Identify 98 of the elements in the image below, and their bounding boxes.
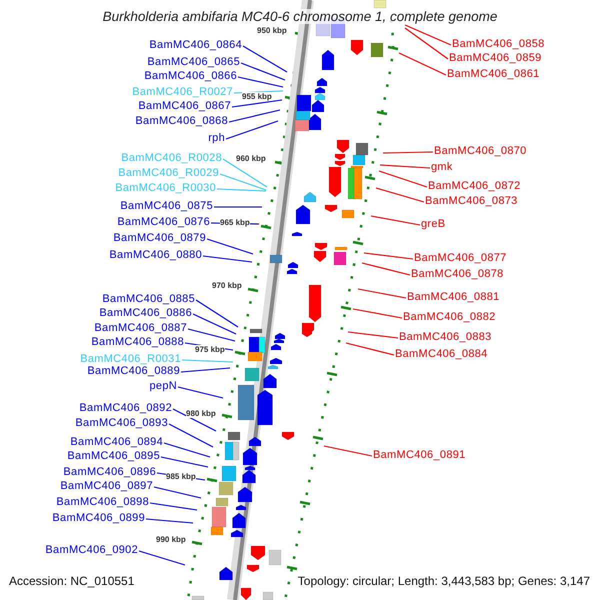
gene-label: BamMC406_0892 [79,402,172,415]
gene-label: pepN [150,380,177,393]
leader-line [324,445,372,457]
position-label: 990 kbp [156,535,186,544]
gene-label: BamMC406_0875 [120,200,213,213]
leader-line [222,158,268,188]
leader-line [370,215,420,226]
gene-label: BamMC406_0896 [63,466,156,479]
gene-label: BamMC406_0877 [414,252,507,265]
position-label: 960 kbp [236,154,266,163]
leader-line [172,408,216,432]
position-label: 975 kbp [195,345,225,354]
gene-label: greB [421,218,446,231]
leader-line [346,342,394,356]
gene-label: BamMC406_0891 [373,449,466,462]
gene-label: BamMC406_0897 [60,480,153,493]
gene-label: BamMC406_0866 [144,70,237,83]
leader-line [206,238,254,255]
leader-line [146,518,194,524]
leader-line [382,151,434,154]
position-label: 980 kbp [186,409,216,418]
gene-label: BamMC406_0873 [425,195,518,208]
gene-label: BamMC406_0893 [75,417,168,430]
leader-line [180,367,230,373]
gene-label: BamMC406_0868 [135,115,228,128]
gene-label: BamMC406_0864 [149,39,242,52]
leader-line [358,288,406,299]
leader-line [238,76,284,88]
gene-label: BamMC406_0859 [449,52,542,65]
gene-label: BamMC406_0865 [147,56,240,69]
gene-label: BamMC406_0881 [407,291,500,304]
leader-line [164,442,210,458]
leader-line [398,52,446,76]
gene-label: BamMC406_0883 [399,331,492,344]
gene-label: BamMC406_0887 [94,322,187,335]
gene-label: BamMC406_0876 [117,216,210,229]
gene-label: BamMC406_0882 [403,311,496,324]
gene-label: BamMC406_0878 [411,268,504,281]
position-label: 985 kbp [166,472,196,481]
gene-label: BamMC406_R0031 [80,353,181,366]
position-label: 955 kbp [242,92,272,101]
leader-line [188,328,236,342]
gene-label: BamMC406_0872 [428,180,521,193]
chart-title: Burkholderia ambifaria MC40-6 chromosome 1, complete genome [102,9,498,24]
gene-label: BamMC406_0895 [67,450,160,463]
leader-line [168,424,214,448]
leader-line [404,28,448,60]
leader-line [232,99,282,108]
leader-line [380,164,430,169]
leader-line [404,24,452,46]
position-label: 970 kbp [212,281,242,290]
leader-line [242,46,288,72]
leader-line [240,62,286,81]
leader-line [138,550,186,566]
gene-label: BamMC406_0886 [99,307,192,320]
leader-line [226,120,278,140]
leader-line [352,308,402,319]
leader-line [376,187,424,203]
gene-label: BamMC406_0888 [91,336,184,349]
gene-label: rph [208,132,225,145]
gene-label: BamMC406_0867 [138,100,231,113]
leader-line [196,300,238,328]
leader-line [202,255,252,263]
leader-line [216,188,266,192]
gene-label: gmk [431,161,453,174]
leader-line [378,170,428,188]
leader-line [348,331,398,339]
gene-label: BamMC406_R0030 [115,182,216,195]
gene-label: BamMC406_0884 [395,348,488,361]
genome-info-text: Topology: circular; Length: 3,443,583 bp; Genes: 3,147 [298,574,590,588]
gene-label: BamMC406_0885 [102,293,195,306]
leader-line [192,314,236,334]
position-label: 950 kbp [257,26,287,35]
gene-label: BamMC406_0879 [113,232,206,245]
gene-label: BamMC406_0880 [109,249,202,262]
accession-text: Accession: NC_010551 [9,574,134,588]
leader-line [362,262,410,276]
gene-label: BamMC406_0858 [452,38,545,51]
leader-line [160,456,208,468]
leader-line [214,206,262,208]
gene-label: BamMC406_0889 [87,365,180,378]
leader-line [220,173,266,191]
gene-label: BamMC406_0894 [70,436,163,449]
leader-line [228,109,280,123]
leader-line [150,502,198,511]
gene-label: BamMC406_0870 [434,145,527,158]
gene-label: BamMC406_0861 [447,68,540,81]
leader-line [182,359,234,363]
gene-label: BamMC406_R0028 [121,152,222,165]
leader-line [178,386,224,399]
leader-line [364,252,414,260]
gene-label: BamMC406_0898 [56,496,149,509]
position-label: 965 kbp [220,218,250,227]
leader-line [154,486,202,499]
gene-label: BamMC406_0902 [45,544,138,557]
gene-label: BamMC406_R0027 [132,86,233,99]
gene-label: BamMC406_0899 [52,512,145,525]
gene-label: BamMC406_R0029 [118,167,219,180]
